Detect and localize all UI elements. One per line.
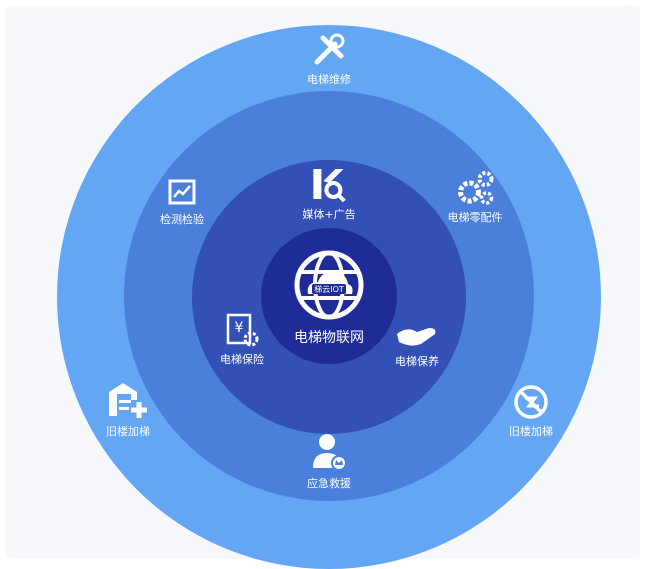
item-inspection: 检测检验 — [160, 178, 204, 227]
item-rescue: 应急救援 — [307, 432, 351, 491]
item-label: 电梯保险 — [220, 353, 264, 366]
item-parts: 电梯零配件 — [448, 170, 503, 225]
hand-care-icon — [397, 328, 436, 346]
item-label: 检测检验 — [160, 213, 204, 226]
item-label: 旧楼加梯 — [509, 425, 553, 438]
item-media: 媒体+广告 — [302, 165, 356, 222]
svg-text:¥: ¥ — [235, 320, 244, 336]
building-add-icon — [109, 383, 147, 418]
item-label: 应急救援 — [307, 477, 351, 490]
item-label: 电梯维修 — [307, 73, 351, 86]
item-label: 媒体+广告 — [302, 208, 356, 221]
item-old-building-right: 旧楼加梯 — [509, 384, 553, 439]
media-search-icon — [313, 169, 346, 203]
insurance-icon: ¥ — [226, 313, 259, 347]
item-label: 旧楼加梯 — [106, 425, 150, 438]
tools-icon — [314, 33, 345, 65]
user-rescue-icon — [313, 434, 347, 471]
item-old-building-left: 旧楼加梯 — [105, 380, 151, 439]
item-label: 电梯零配件 — [447, 211, 503, 224]
globe-cloud-icon: 梯云IOT — [294, 250, 364, 320]
item-label: 电梯保养 — [395, 355, 439, 368]
chart-report-icon — [168, 179, 196, 205]
item-maintenance: 电梯保养 — [395, 322, 439, 369]
item-insurance: ¥ 电梯保险 — [220, 312, 264, 367]
svg-text:梯云IOT: 梯云IOT — [314, 284, 344, 294]
center-node: 梯云IOT 电梯物联网 — [294, 250, 364, 347]
center-label: 电梯物联网 — [294, 330, 364, 346]
gears-icon — [457, 171, 493, 205]
no-elevator-icon — [514, 385, 548, 419]
item-repair: 电梯维修 — [307, 32, 351, 87]
